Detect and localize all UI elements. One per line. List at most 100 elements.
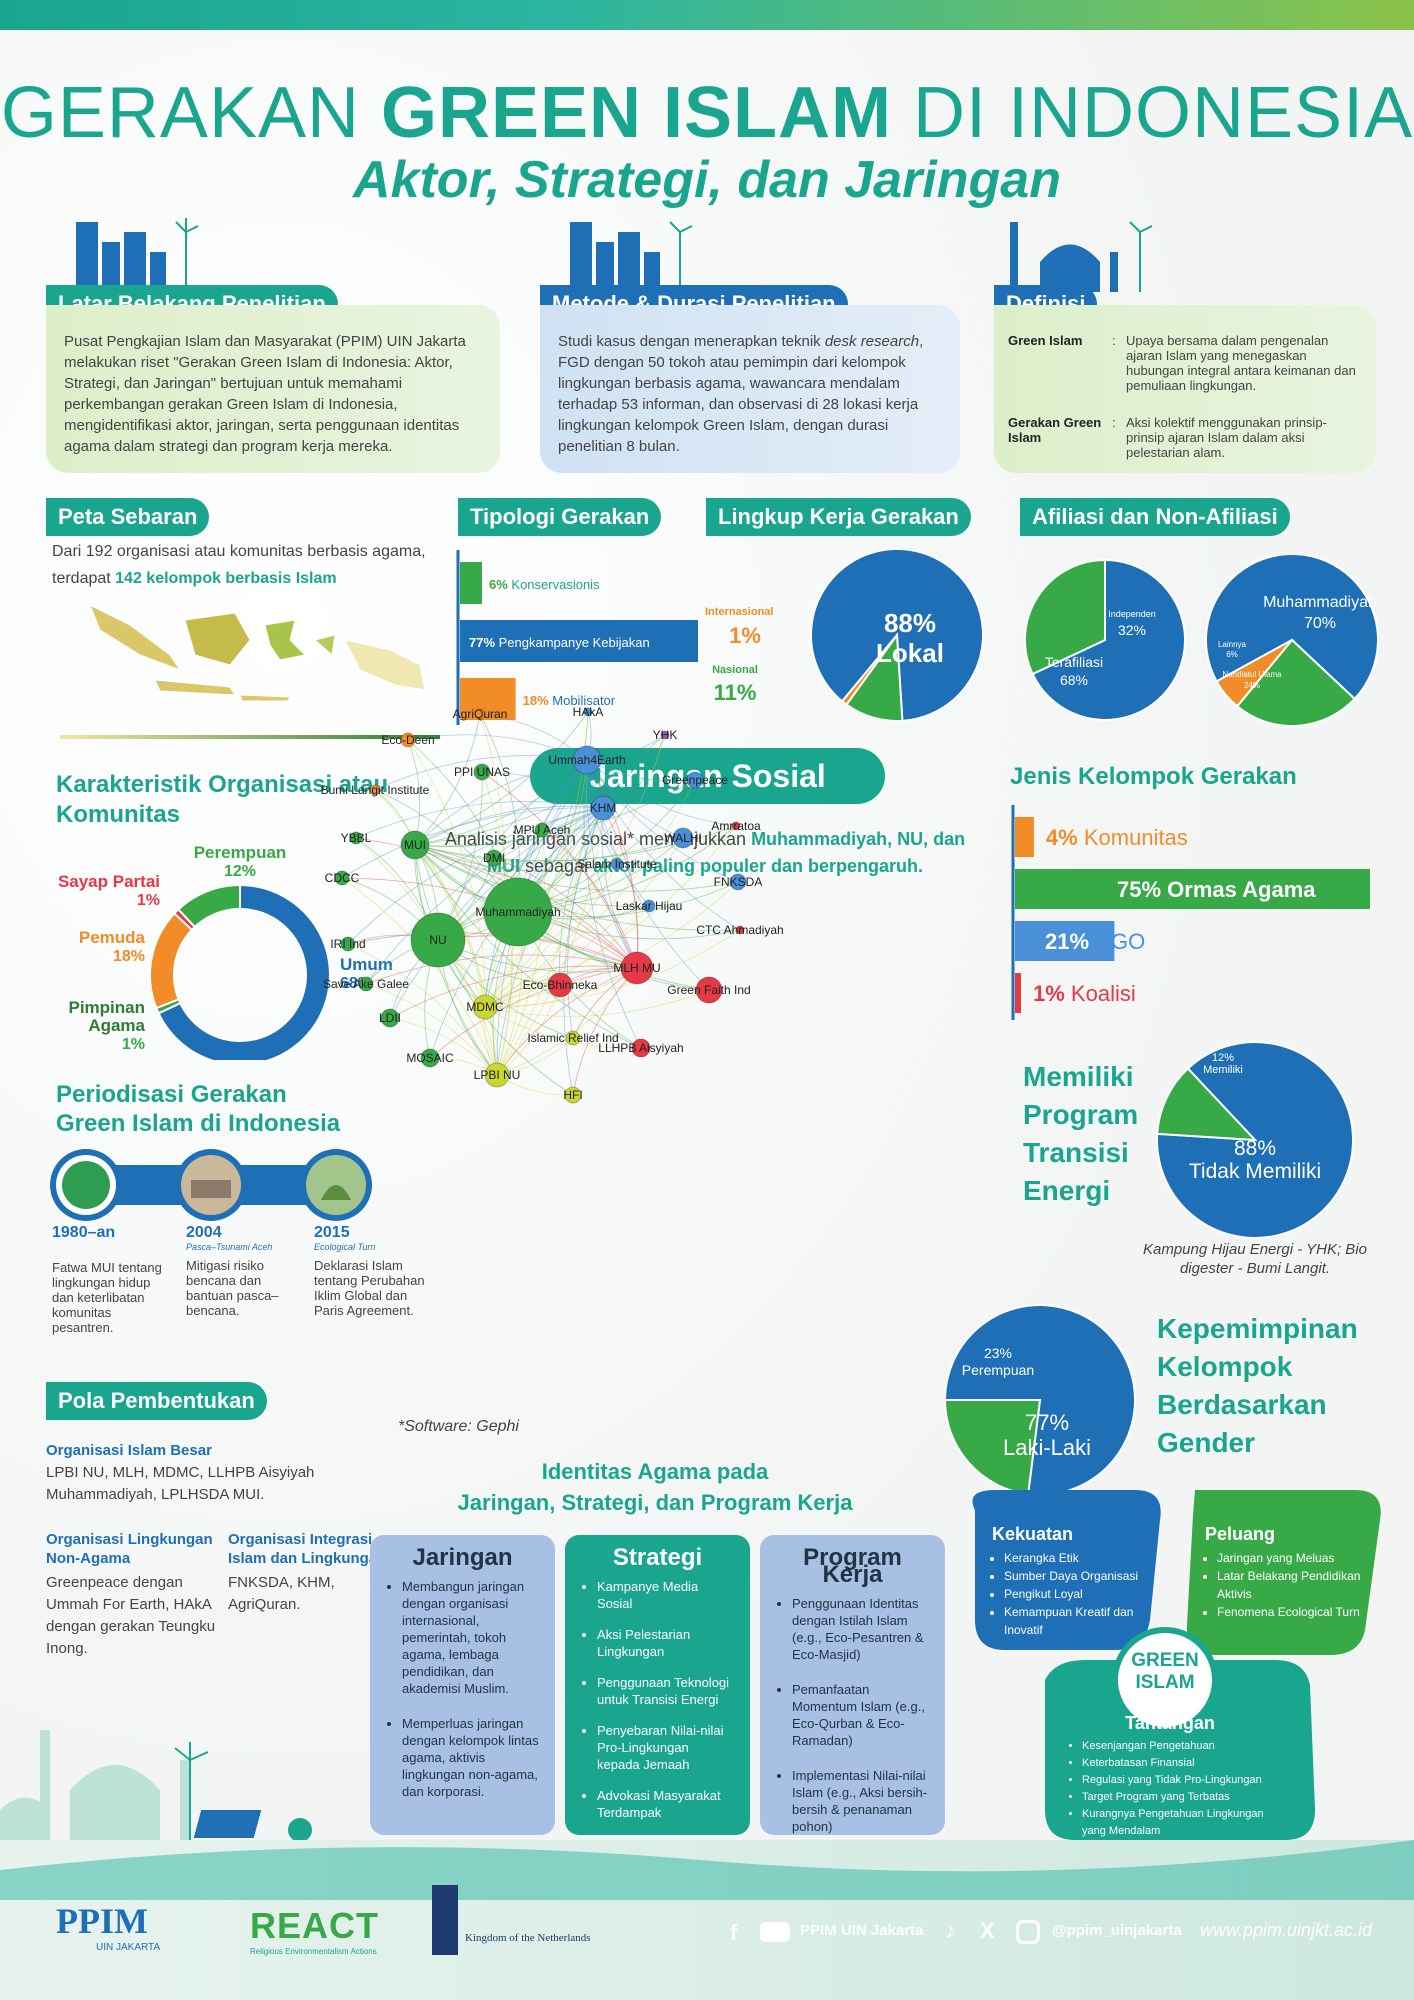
x-icon[interactable]: X xyxy=(980,1918,995,1943)
jenis-header: Jenis Kelompok Gerakan xyxy=(1010,763,1297,790)
network-edge xyxy=(586,759,638,969)
jaringan-intro: Analisis jaringan sosial* menunjukkan Mu… xyxy=(444,829,966,876)
gender-l-pct: 77% xyxy=(1025,1410,1069,1435)
software-note: *Software: Gephi xyxy=(398,1418,519,1435)
network-node xyxy=(735,925,745,935)
network-edge xyxy=(484,759,588,1008)
network-node-label: HFI xyxy=(563,1088,582,1102)
definition-text: Upaya bersama dalam pengenalan ajaran Is… xyxy=(1126,333,1356,393)
swot-title: Tantangan xyxy=(1125,1713,1215,1733)
jenis-bar xyxy=(1015,817,1034,857)
swot-item: Kurangnya Pengetahuan Lingkungan yang Me… xyxy=(1082,1806,1270,1840)
tipologi-bar xyxy=(460,562,482,604)
afiliasi-chart: Independen32%Terafiliasi68%Muhammadiyah7… xyxy=(1024,555,1379,727)
periodisasi-header: Periodisasi Gerakan Green Islam di Indon… xyxy=(56,1081,341,1137)
network-edge xyxy=(602,807,639,969)
indonesia-map xyxy=(60,603,440,739)
identitas-col-title: Program Kerja xyxy=(803,1544,902,1588)
network-edge xyxy=(347,943,498,1076)
period-year: 2004 xyxy=(186,1224,222,1241)
swot-item: Latar Belakang Pendidikan Aktivis xyxy=(1217,1567,1370,1603)
network-node-label: Laskar Hijau xyxy=(616,899,683,913)
swot-item: Keterbatasan Finansial xyxy=(1082,1755,1270,1772)
definition-term: Green Islam xyxy=(1008,333,1083,348)
network-edge xyxy=(365,807,604,985)
instagram-icon[interactable] xyxy=(1016,1920,1040,1944)
tipologi-label: 77% Pengkampanye Kebijakan xyxy=(469,635,650,650)
network-edge xyxy=(496,829,546,1076)
peta-text: Dari 192 organisasi atau komunitas berba… xyxy=(52,543,426,587)
ppim-logo: PPIM UIN JAKARTA xyxy=(56,1901,161,1953)
network-edge xyxy=(341,807,604,879)
identitas-item: Implementasi Nilai-nilai Islam (e.g., Ak… xyxy=(792,1767,929,1835)
main-title: GERAKAN GREEN ISLAM DI INDONESIA xyxy=(0,73,1414,153)
network-node xyxy=(369,784,381,796)
network-edge xyxy=(414,779,696,847)
network-edge xyxy=(414,759,588,846)
jenis-label: 4% Komunitas xyxy=(1046,825,1188,850)
tiktok-icon[interactable]: ♪ xyxy=(945,1918,956,1943)
identitas-item: Kampanye Media Sosial xyxy=(597,1578,734,1612)
network-node-label: MUI xyxy=(404,838,426,852)
network-edge xyxy=(484,863,618,1008)
karakteristik-pct: 18% xyxy=(113,948,145,965)
mosque-silhouette xyxy=(0,1730,190,1850)
swot-tantangan: TantanganKesenjangan PengetahuanKeterbat… xyxy=(1070,1713,1270,1840)
facebook-handle[interactable]: PPIM UIN Jakarta xyxy=(800,1922,924,1939)
network-node xyxy=(380,1008,400,1028)
network-edge xyxy=(484,929,741,1008)
network-edge xyxy=(407,739,486,1008)
network-edge xyxy=(496,967,638,1076)
network-node xyxy=(565,1030,581,1046)
karakteristik-name: Umum xyxy=(340,955,393,974)
instagram-handle[interactable]: @ppim_uinjakarta xyxy=(1052,1922,1182,1939)
afiliasi2-lain-label: Lainnya xyxy=(1218,640,1247,649)
website-link[interactable]: www.ppim.uinjkt.ac.id xyxy=(1200,1920,1373,1940)
swot-item: Kerangka Etik xyxy=(1004,1549,1157,1567)
swot-title: Kekuatan xyxy=(992,1524,1074,1544)
network-edge xyxy=(484,759,588,1008)
network-node xyxy=(349,831,363,845)
jenis-label: 75% Ormas Agama xyxy=(1117,877,1316,902)
identitas-item: Memperluas jaringan dengan kelompok lint… xyxy=(402,1715,539,1800)
swot-item: Regulasi yang Tidak Pro-Lingkungan xyxy=(1082,1772,1270,1789)
youtube-icon[interactable] xyxy=(760,1922,790,1942)
network-edge xyxy=(365,983,498,1076)
swot-item: Sumber Daya Organisasi xyxy=(1004,1567,1157,1585)
network-edge xyxy=(347,807,604,945)
network-node-label: LLHPB Aisyiyah xyxy=(598,1041,683,1055)
network-edge xyxy=(484,1006,642,1049)
swot-item: Kesenjangan Pengetahuan xyxy=(1082,1738,1270,1755)
network-node-label: CDCC xyxy=(325,871,360,885)
facebook-icon[interactable]: f xyxy=(730,1920,738,1945)
afiliasi2-muh-pct: 70% xyxy=(1304,615,1336,632)
network-node-label: IRI Ind xyxy=(330,937,365,951)
mosque-icon xyxy=(1010,221,1153,292)
network-edge xyxy=(414,734,666,846)
period-sub: Ecological Turn xyxy=(314,1242,376,1252)
network-node xyxy=(572,745,602,775)
network-edge xyxy=(374,755,588,791)
network-node xyxy=(620,951,654,985)
definition-row: Green Islam:Upaya bersama dalam pengenal… xyxy=(1008,333,1362,393)
network-node-label: Eco-Bhinneka xyxy=(523,978,598,992)
network-edge xyxy=(414,759,588,846)
network-node-label: Ummah4Earth xyxy=(548,753,625,767)
network-edge xyxy=(567,807,604,1039)
network-edge xyxy=(493,857,638,969)
transisi-slice-1 xyxy=(1156,1067,1258,1142)
identitas-col-title: Jaringan xyxy=(412,1544,513,1571)
karakteristik-name: Sayap Partai xyxy=(58,872,160,891)
network-edge xyxy=(586,759,684,839)
network-edge xyxy=(437,759,588,941)
network-edge xyxy=(586,759,741,931)
network-node xyxy=(547,972,573,998)
network-edge xyxy=(414,844,642,1049)
network-node-label: Save Ake Galee xyxy=(323,977,409,991)
network-node xyxy=(340,936,356,952)
afiliasi2-muh-label: Muhammadiyah xyxy=(1263,594,1377,611)
